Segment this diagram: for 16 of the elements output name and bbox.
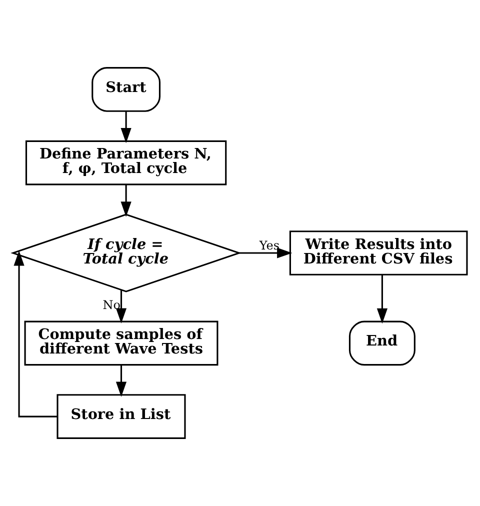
node-box: Compute samples of different Wave Tests <box>24 320 218 366</box>
arrow <box>376 274 388 324</box>
node-box: Define Parameters N, f, φ, Total cycle <box>25 140 227 186</box>
edge-label: Yes <box>259 238 280 252</box>
arrow <box>120 111 132 144</box>
arrow <box>14 250 58 418</box>
node-box: Start <box>92 67 161 112</box>
edge-label: No <box>102 298 121 312</box>
arrow <box>239 248 292 258</box>
arrow <box>116 365 127 397</box>
arrow <box>116 290 127 324</box>
node-box: Store in List <box>56 394 186 439</box>
node-box: Write Results into Different CSV files <box>289 230 468 276</box>
node-diamond: If cycle = Total cycle <box>10 214 242 292</box>
node-box: End <box>348 320 416 366</box>
arrow <box>120 184 132 217</box>
